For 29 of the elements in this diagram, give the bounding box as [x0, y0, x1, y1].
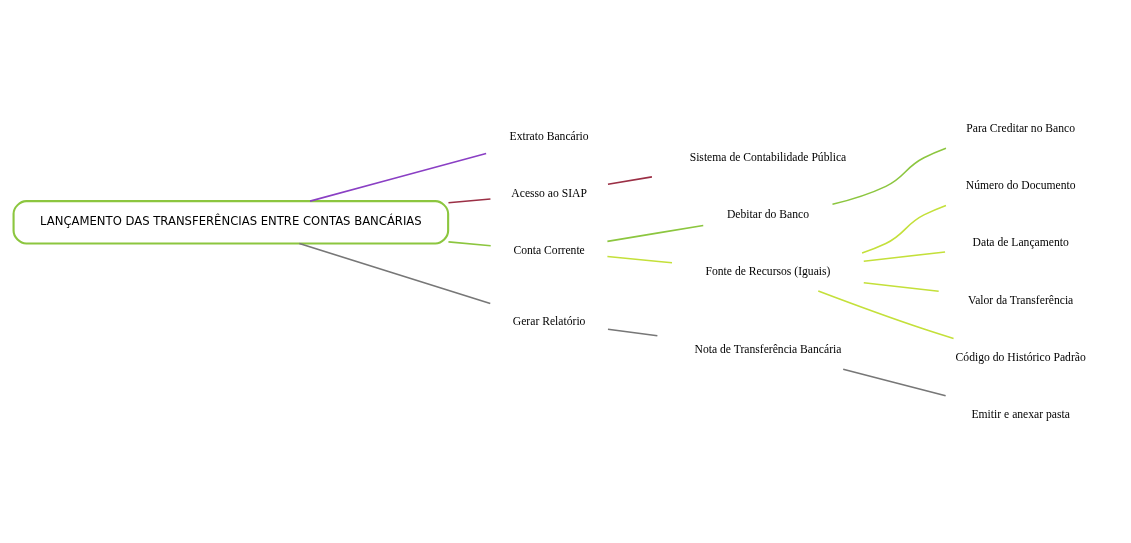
node-box: LANÇAMENTO DAS TRANSFERÊNCIAS ENTRE CONTAS BANCÁRIAS — [12, 199, 450, 244]
node-text: Para Creditar no Banco — [966, 121, 1076, 135]
connector — [842, 368, 947, 396]
connector — [817, 289, 955, 339]
node-text: Conta Corrente — [513, 243, 585, 257]
node-text: Data de Lançamento — [972, 235, 1069, 249]
node-text: Fonte de Recursos (Iguais) — [705, 264, 831, 278]
connector — [606, 224, 705, 242]
node-text: Debitar do Banco — [726, 207, 809, 221]
node-text: Sistema de Contabilidade Pública — [689, 150, 847, 164]
connector — [447, 197, 492, 204]
connector — [298, 242, 492, 304]
connector — [309, 152, 487, 202]
node-text: Código do Histórico Padrão — [955, 350, 1086, 364]
node-text: Valor da Transferência — [968, 293, 1074, 307]
connector — [861, 204, 947, 254]
node-text: Nota de Transferência Bancária — [694, 342, 842, 356]
node-text: Gerar Relatório — [512, 314, 586, 328]
node-text: Emitir e anexar pasta — [971, 407, 1070, 421]
node-text: Acesso ao SIAP — [511, 186, 587, 200]
node-text: Extrato Bancário — [509, 129, 589, 143]
connector — [862, 250, 946, 262]
connector — [607, 328, 659, 337]
connector — [447, 240, 492, 246]
node-text: Número do Documento — [965, 178, 1076, 192]
connector — [831, 147, 947, 205]
connector — [862, 281, 940, 292]
connector — [607, 175, 653, 185]
connector — [606, 255, 673, 264]
